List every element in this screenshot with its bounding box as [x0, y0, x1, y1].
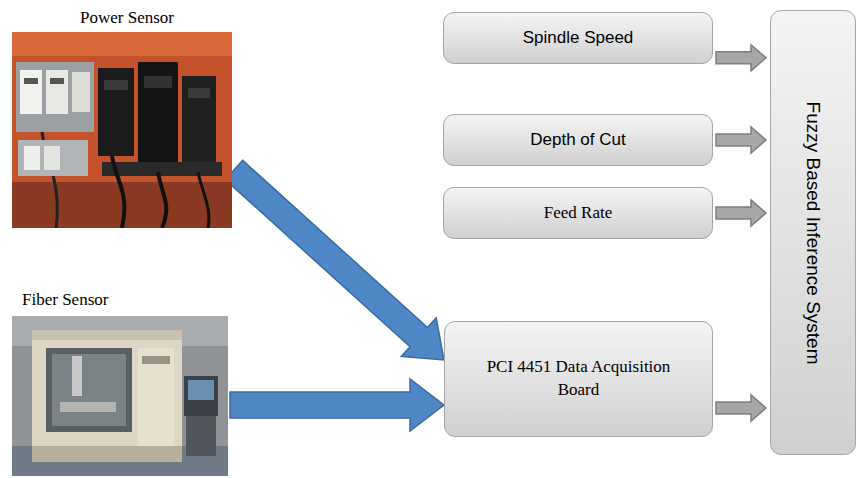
box-label: Spindle Speed: [513, 27, 644, 50]
signal-arrow: [225, 160, 444, 360]
input-box: Spindle Speed: [443, 12, 713, 64]
input-arrow: [716, 45, 766, 71]
sensor-caption: Power Sensor: [80, 8, 174, 28]
sensor-figure: Power Sensor: [12, 6, 234, 228]
input-arrow: [716, 200, 766, 226]
box-label: PCI 4451 Data Acquisition Board: [474, 356, 684, 402]
input-box: PCI 4451 Data Acquisition Board: [444, 321, 713, 437]
input-arrow: [716, 395, 766, 421]
input-box: Feed Rate: [443, 187, 713, 239]
input-box: Depth of Cut: [443, 114, 713, 166]
input-arrow: [716, 127, 766, 153]
fiber-sensor-photo: [12, 316, 228, 476]
power-sensor-photo: [12, 32, 232, 228]
signal-arrow: [230, 379, 444, 431]
system-label: Fuzzy Based Inference System: [802, 101, 824, 364]
sensor-figure: Fiber Sensor: [12, 288, 230, 476]
box-label: Depth of Cut: [520, 129, 635, 152]
sensor-caption: Fiber Sensor: [22, 290, 108, 310]
box-label: Feed Rate: [534, 202, 622, 225]
system-box: Fuzzy Based Inference System: [770, 10, 856, 455]
